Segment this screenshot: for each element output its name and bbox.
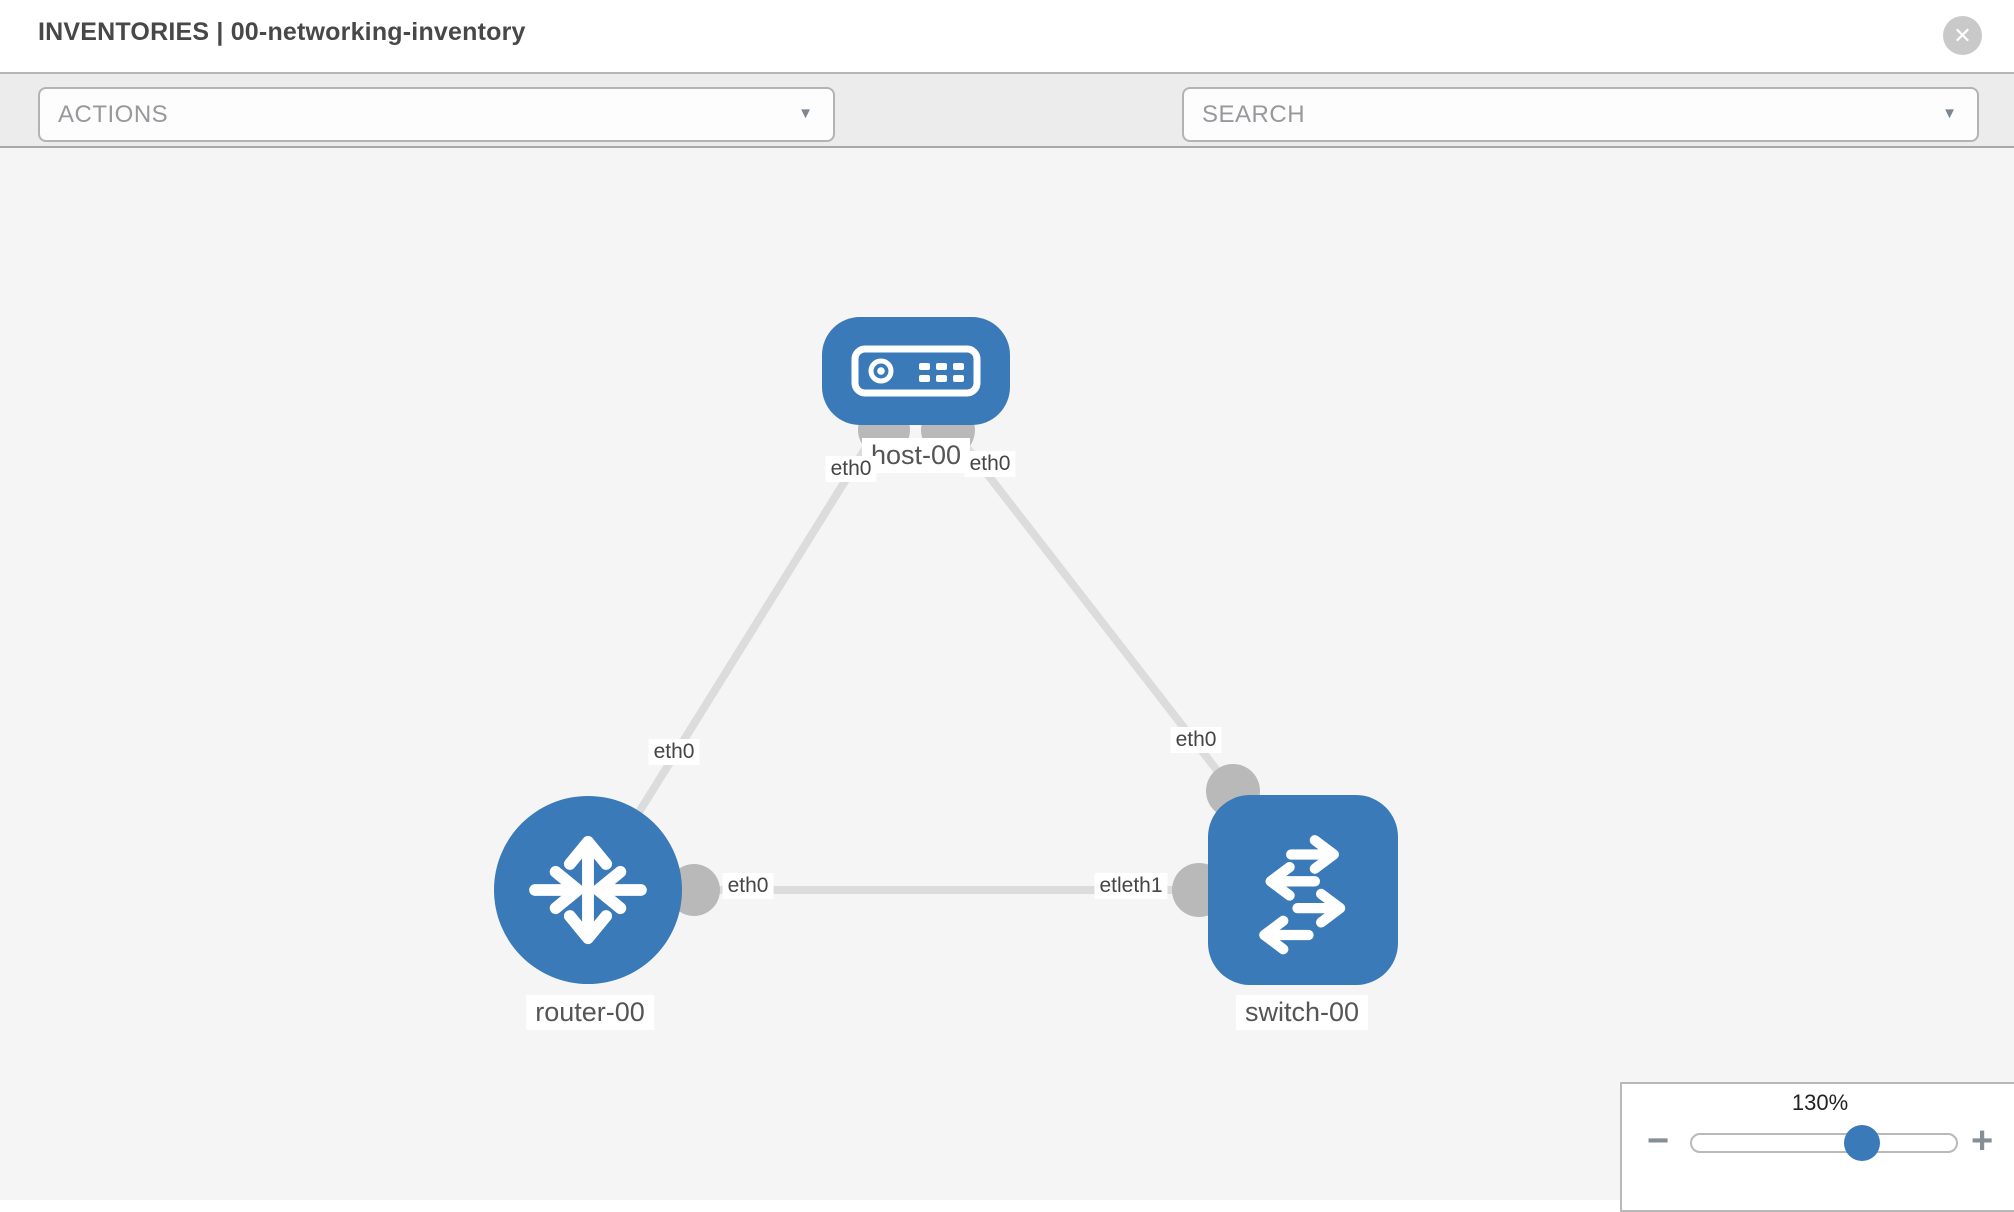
close-icon[interactable]: ✕ xyxy=(1943,16,1982,55)
zoom-slider-track[interactable] xyxy=(1690,1133,1958,1153)
interface-label: eth0 xyxy=(964,451,1016,477)
chevron-down-icon: ▼ xyxy=(1942,105,1957,122)
link-host-router[interactable] xyxy=(604,417,887,865)
zoom-in-button[interactable]: + xyxy=(1971,1120,1994,1162)
chevron-down-icon: ▼ xyxy=(798,105,813,122)
header: INVENTORIES | 00-networking-inventory ✕ xyxy=(0,0,2014,72)
interface-label: eth0 xyxy=(722,873,774,899)
node-switch-00[interactable] xyxy=(1208,795,1398,985)
actions-dropdown-label: ACTIONS xyxy=(58,101,169,128)
page-title: INVENTORIES | 00-networking-inventory xyxy=(38,18,526,46)
search-dropdown[interactable]: SEARCH ▼ xyxy=(1182,87,1979,142)
interface-label: eth0 xyxy=(825,456,877,482)
router-icon xyxy=(529,835,647,945)
topology-canvas[interactable]: host-00 eth0 eth0 eth0 eth0 router-00 et… xyxy=(0,148,2014,1200)
host-icon xyxy=(851,345,981,397)
topology-links xyxy=(604,403,1260,917)
zoom-slider-thumb[interactable] xyxy=(1844,1125,1880,1161)
zoom-level: 130% xyxy=(1791,1090,1849,1115)
switch-icon xyxy=(1259,835,1346,955)
interface-label: eth0 xyxy=(1170,727,1222,753)
toolbar: ACTIONS ▼ SEARCH ▼ xyxy=(0,72,2014,204)
interface-label: eth0 xyxy=(648,739,700,765)
node-router-00[interactable] xyxy=(494,796,682,984)
search-dropdown-label: SEARCH xyxy=(1202,101,1306,128)
zoom-out-button[interactable]: − xyxy=(1647,1120,1670,1162)
node-label: host-00 xyxy=(861,438,971,473)
interface-label: etleth1 xyxy=(1094,873,1168,899)
actions-dropdown[interactable]: ACTIONS ▼ xyxy=(38,87,835,142)
node-label: switch-00 xyxy=(1235,995,1369,1030)
node-host-00[interactable] xyxy=(822,317,1010,425)
node-label: router-00 xyxy=(526,995,654,1030)
